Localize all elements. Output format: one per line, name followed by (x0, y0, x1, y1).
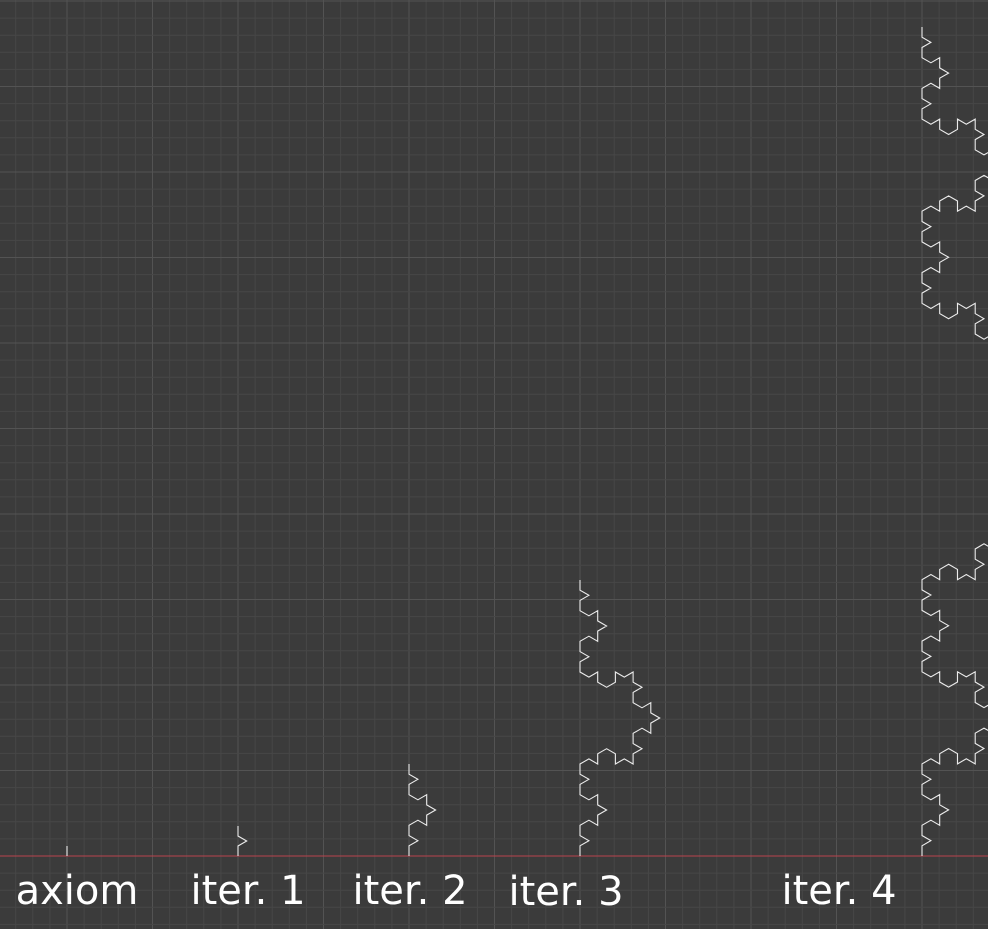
iter-4-curve (921, 27, 988, 856)
iter-4-label: iter. 4 (781, 868, 896, 914)
iter-3-curve (579, 580, 661, 856)
iter-3-label: iter. 3 (508, 869, 623, 915)
iter-2-curve (408, 764, 437, 856)
iter-1-curve (237, 826, 248, 856)
iter-1-label: iter. 1 (190, 868, 305, 914)
iter-2-label: iter. 2 (352, 868, 467, 914)
axiom-label: axiom (16, 868, 139, 914)
